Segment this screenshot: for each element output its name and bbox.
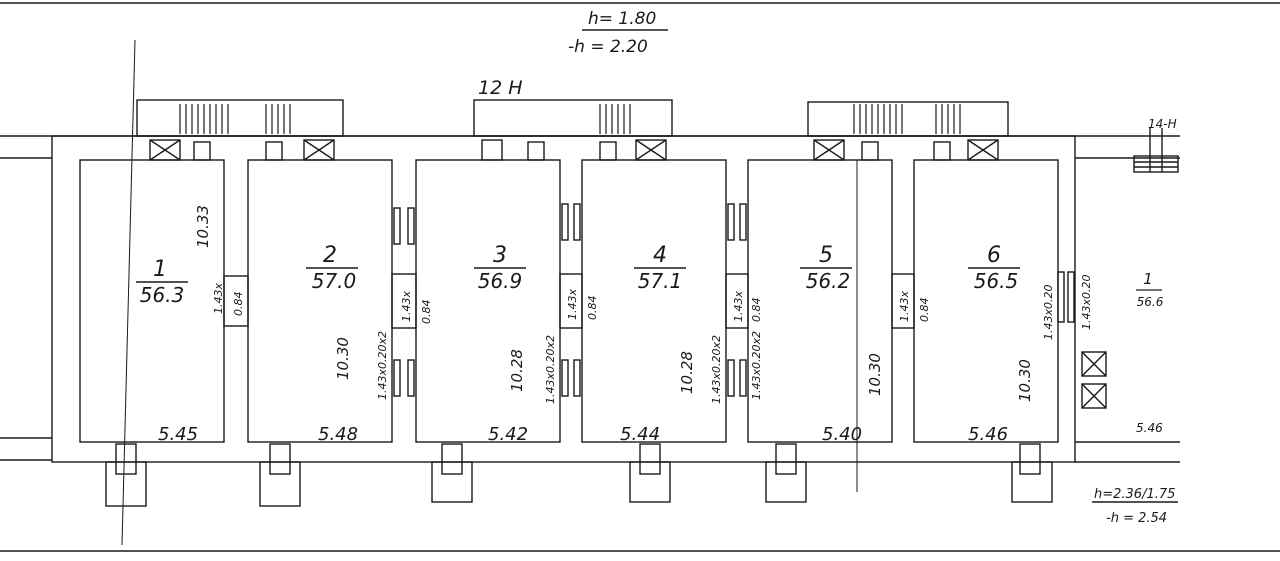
height-label-top: h= 1.80 <box>588 9 656 29</box>
porch-top <box>807 101 1009 137</box>
window-size: 1.43x0.20x2 <box>750 331 763 400</box>
room-area: 57.0 <box>312 269 357 293</box>
porch-top <box>136 99 344 137</box>
vent-group <box>149 139 999 161</box>
window-size: 1.43x0.20x2 <box>376 331 389 400</box>
room-5-outline <box>747 159 893 443</box>
room-length: 10.28 <box>508 349 526 392</box>
room-1: 1 56.3 10.33 5.45 <box>136 205 212 445</box>
room-number: 2 <box>323 243 337 268</box>
room-right: 1 56.6 1.43x0.20 5.46 <box>1080 270 1164 435</box>
door-width: 0.84 <box>750 298 763 323</box>
opening <box>725 273 749 329</box>
room-area: 56.3 <box>140 283 185 307</box>
opening <box>891 273 915 329</box>
room-2: 2 57.0 10.30 1.43x0.20x2 5.48 <box>306 243 389 445</box>
room-length: 10.33 <box>194 205 212 248</box>
stair-pits <box>105 443 1053 507</box>
room-number: 6 <box>987 243 1001 268</box>
room-area: 56.2 <box>806 269 851 293</box>
room-area: 56.5 <box>974 269 1019 293</box>
room-length: 10.30 <box>866 353 884 396</box>
room-6: 6 56.5 10.30 1.43x0.20 5.46 <box>968 243 1055 445</box>
room-width: 5.45 <box>158 424 198 445</box>
room-width: 5.46 <box>1136 421 1163 435</box>
door-size: 1.43x <box>566 289 579 320</box>
door-width: 0.84 <box>918 298 931 323</box>
room-width: 5.48 <box>318 424 358 445</box>
room-6-outline <box>913 159 1059 443</box>
room-width: 5.44 <box>620 424 660 445</box>
door-width: 0.84 <box>586 296 599 321</box>
room-width: 5.46 <box>968 424 1008 445</box>
room-length: 10.28 <box>678 351 696 394</box>
window-size: 1.43x0.20 <box>1042 285 1055 341</box>
height-label-a: h=2.36/1.75 <box>1094 487 1175 502</box>
window-size: 1.43x0.20x2 <box>544 335 557 404</box>
room-3: 3 56.9 10.28 1.43x0.20x2 5.42 <box>474 243 557 445</box>
room-width: 5.40 <box>822 424 862 445</box>
height-label-bottom: -h = 2.20 <box>568 37 648 57</box>
room-width: 5.42 <box>488 424 528 445</box>
door-width: 0.84 <box>232 292 245 317</box>
room-area: 56.9 <box>478 269 523 293</box>
room-number: 5 <box>819 243 833 268</box>
room-area: 57.1 <box>638 269 683 293</box>
room-number: 3 <box>493 243 507 268</box>
room-number: 1 <box>153 257 167 282</box>
opening <box>391 273 417 329</box>
door-size: 1.43x <box>898 291 911 322</box>
height-label-b: -h = 2.54 <box>1106 511 1167 526</box>
window-size: 1.43x0.20 <box>1080 275 1093 331</box>
axis-label-right: 14-Н <box>1148 117 1177 131</box>
window-size: 1.43x0.20x2 <box>710 335 723 404</box>
room-number: 1 <box>1143 270 1153 288</box>
room-3-outline <box>415 159 561 443</box>
room-area: 56.6 <box>1137 295 1164 309</box>
door-size: 1.43x <box>732 291 745 322</box>
opening <box>223 275 249 327</box>
opening <box>559 273 583 329</box>
room-length: 10.30 <box>334 337 352 380</box>
axis-label: 12 H <box>478 77 523 99</box>
porch-top <box>473 99 673 137</box>
room-number: 4 <box>653 243 667 268</box>
door-size: 1.43x <box>400 291 413 322</box>
room-4-outline <box>581 159 727 443</box>
room-length: 10.30 <box>1016 359 1034 402</box>
door-width: 0.84 <box>420 300 433 325</box>
room-2-outline <box>247 159 393 443</box>
room-5: 5 56.2 10.30 1.43x0.20x2 5.40 <box>750 243 884 445</box>
room-4: 4 57.1 10.28 1.43x0.20x2 5.44 <box>620 243 723 445</box>
door-size: 1.43x <box>212 283 225 314</box>
